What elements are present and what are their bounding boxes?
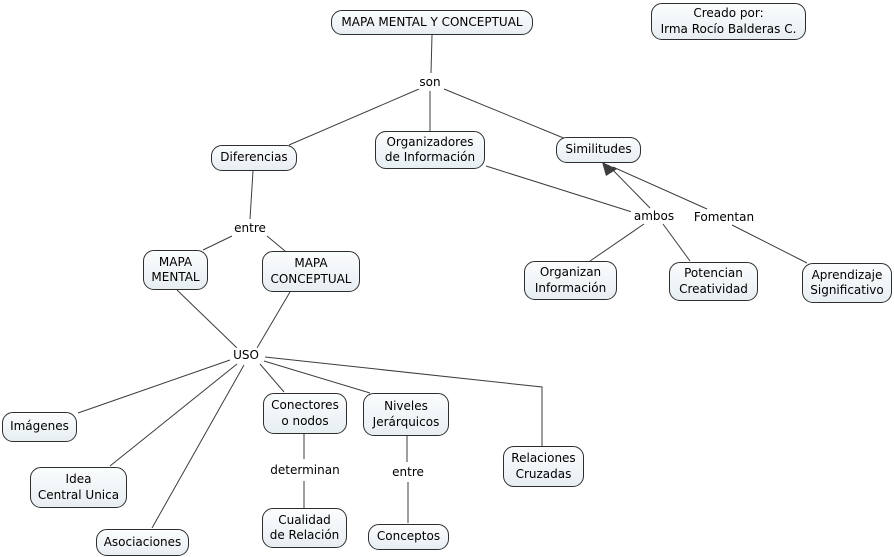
node-similitudes[interactable]: Similitudes bbox=[556, 137, 641, 163]
edge-mapa-conceptual-uso bbox=[256, 291, 291, 349]
edge-ambos-organizan bbox=[589, 223, 645, 262]
arrowhead-similitudes bbox=[602, 162, 617, 176]
edge-uso-imagenes bbox=[77, 359, 231, 414]
link-label-entre-bottom[interactable]: entre bbox=[389, 464, 427, 480]
edge-son-diferencias bbox=[288, 88, 420, 146]
edge-ambos-potencian bbox=[662, 223, 691, 262]
node-conceptos[interactable]: Conceptos bbox=[368, 524, 449, 550]
edge-entre-mapa-mental bbox=[202, 235, 233, 251]
edge-similitudes-fomentan bbox=[612, 166, 708, 210]
node-niveles-jerarquicos[interactable]: Niveles Jerárquicos bbox=[363, 393, 449, 436]
edge-diferencias-entre bbox=[249, 170, 254, 220]
link-label-determinan[interactable]: determinan bbox=[267, 462, 343, 478]
edge-uso-niveles bbox=[263, 360, 371, 394]
edge-uso-relaciones-cruzadas bbox=[264, 356, 543, 446]
link-label-fomentan[interactable]: Fomentan bbox=[690, 209, 758, 225]
node-asociaciones[interactable]: Asociaciones bbox=[96, 529, 189, 556]
edge-uso-idea-central bbox=[109, 363, 238, 467]
edge-fomentan-aprendizaje bbox=[731, 224, 808, 264]
node-relaciones-cruzadas[interactable]: Relaciones Cruzadas bbox=[503, 446, 584, 487]
link-label-entre-top[interactable]: entre bbox=[231, 220, 269, 236]
node-credito-autor[interactable]: Creado por: Irma Rocío Balderas C. bbox=[651, 3, 806, 40]
node-cualidad-de-relacion[interactable]: Cualidad de Relación bbox=[262, 508, 347, 548]
node-imagenes[interactable]: Imágenes bbox=[2, 412, 77, 442]
edge-similitudes-ambos bbox=[607, 164, 651, 209]
edge-mapa-mental-uso bbox=[176, 289, 238, 349]
link-label-uso[interactable]: USO bbox=[230, 347, 262, 363]
node-diferencias[interactable]: Diferencias bbox=[211, 145, 297, 171]
edge-son-similitudes bbox=[443, 88, 567, 140]
node-organizan-informacion[interactable]: Organizan Información bbox=[524, 261, 617, 300]
node-mapa-conceptual[interactable]: MAPA CONCEPTUAL bbox=[262, 251, 360, 292]
link-label-ambos[interactable]: ambos bbox=[630, 208, 678, 224]
link-label-son[interactable]: son bbox=[416, 74, 444, 90]
node-idea-central-unica[interactable]: Idea Central Unica bbox=[30, 467, 127, 508]
node-mapa-mental[interactable]: MAPA MENTAL bbox=[143, 250, 208, 290]
edge-uso-asociaciones bbox=[151, 364, 245, 529]
node-mapa-mental-y-conceptual[interactable]: MAPA MENTAL Y CONCEPTUAL bbox=[331, 10, 533, 35]
node-conectores-o-nodos[interactable]: Conectores o nodos bbox=[263, 393, 347, 434]
node-organizadores-de-informacion[interactable]: Organizadores de Información bbox=[375, 131, 485, 169]
edge-uso-conectores bbox=[259, 363, 285, 393]
edge-entre-mapa-conceptual bbox=[266, 235, 286, 252]
edge-organizadores-ambos bbox=[485, 165, 633, 213]
node-potencian-creatividad[interactable]: Potencian Creatividad bbox=[669, 262, 758, 301]
node-aprendizaje-significativo[interactable]: Aprendizaje Significativo bbox=[802, 263, 892, 303]
edge-title-son bbox=[430, 34, 433, 74]
